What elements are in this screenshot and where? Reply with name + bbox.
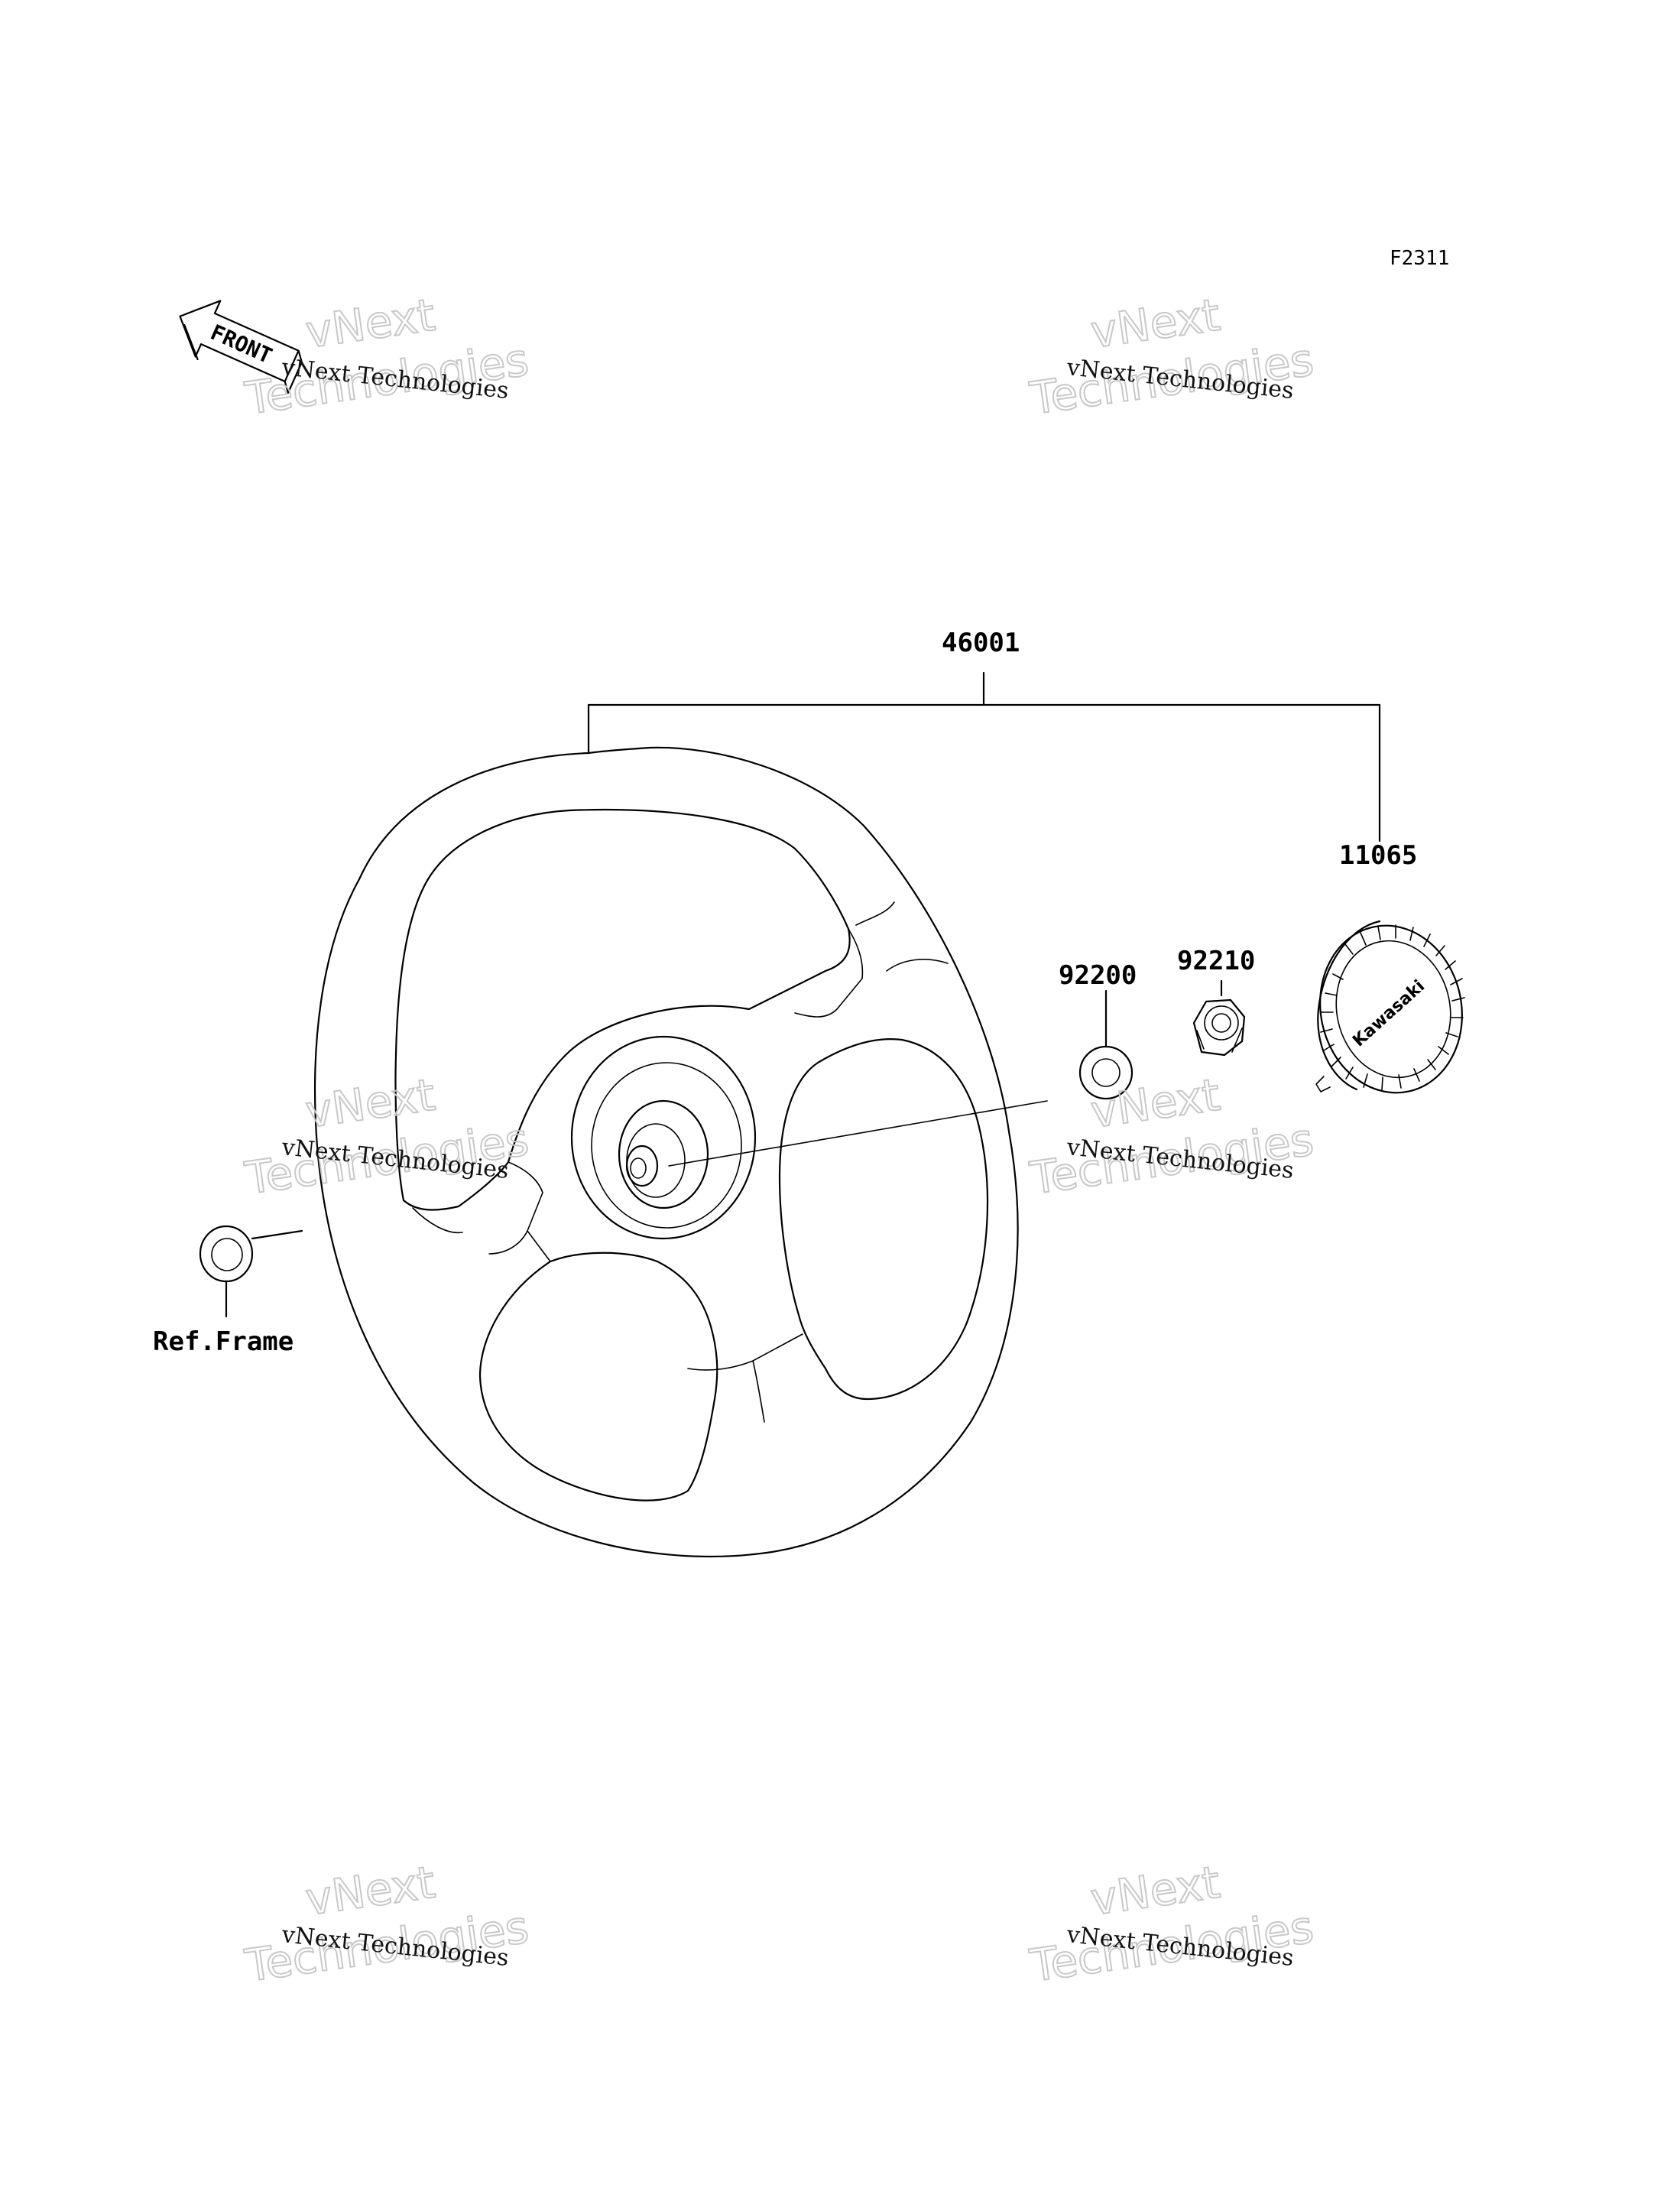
watermark-mid-right: vNext Technologies vNext Technologies bbox=[1026, 1068, 1317, 1206]
watermark-bottom-right: vNext Technologies vNext Technologies bbox=[1026, 1855, 1317, 1993]
steering-wheel bbox=[313, 746, 1019, 1558]
label-46001: 46001 bbox=[942, 628, 1020, 658]
washer-92200 bbox=[1078, 989, 1134, 1100]
callout-46001-leader bbox=[587, 671, 1381, 843]
ref-frame-washer bbox=[199, 1225, 303, 1318]
label-92200: 92200 bbox=[1059, 960, 1137, 991]
label-92210: 92210 bbox=[1177, 946, 1255, 976]
emblem-11065: Kawasaki bbox=[1315, 920, 1465, 1094]
watermark-top-right: vNext Technologies vNext Technologies bbox=[1026, 288, 1317, 426]
watermark-bottom-left: vNext Technologies vNext Technologies bbox=[241, 1855, 532, 1993]
watermark-top-left: vNext Technologies vNext Technologies bbox=[241, 288, 532, 426]
label-ref-frame: Ref.Frame bbox=[153, 1326, 294, 1357]
label-11065: 11065 bbox=[1339, 840, 1417, 871]
figure-code: F2311 bbox=[1390, 247, 1449, 270]
axis-line bbox=[668, 1100, 1048, 1167]
emblem-brand-logo: Kawasaki bbox=[1349, 976, 1429, 1050]
emblem-ridges bbox=[1320, 924, 1465, 1091]
nut-92210 bbox=[1192, 979, 1246, 1057]
